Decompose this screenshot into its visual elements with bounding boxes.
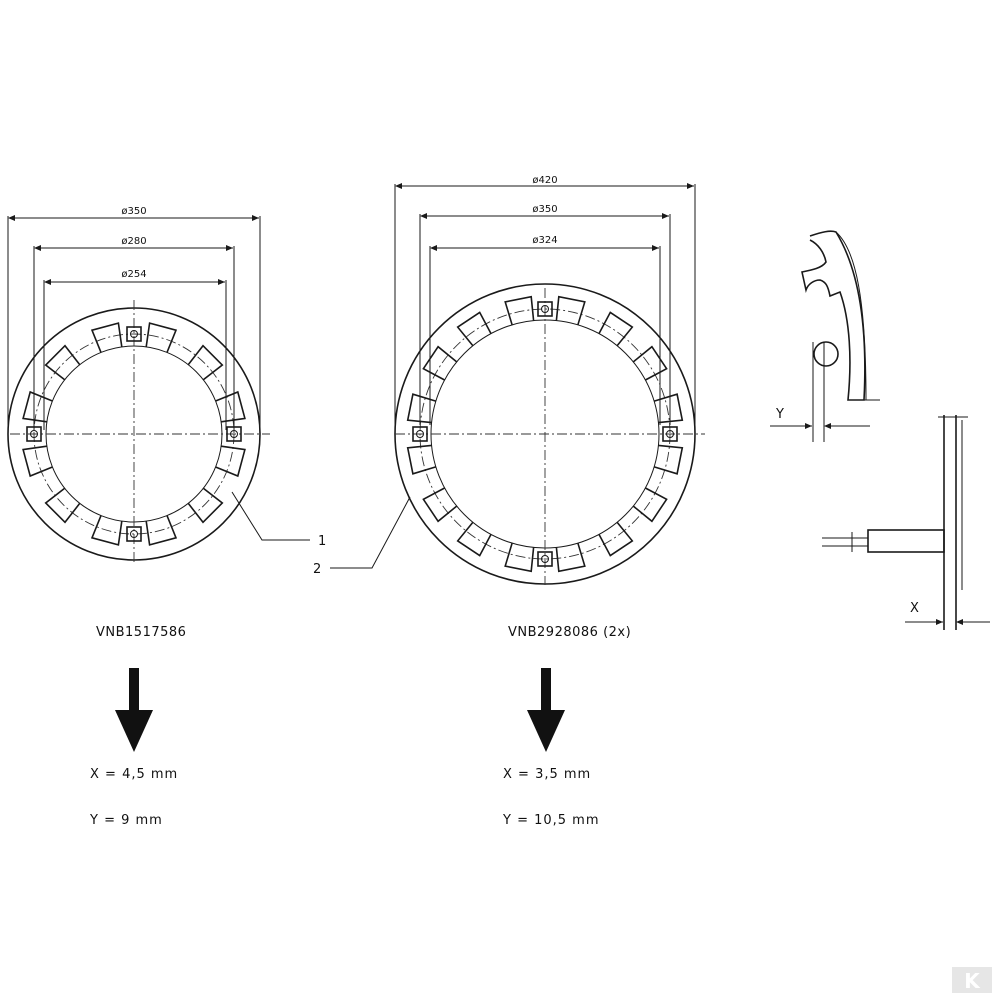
ring-lug [598, 521, 634, 557]
ring-lug [145, 322, 178, 353]
right-y-value: Y = 10,5 mm [502, 813, 600, 828]
ring-lug [215, 390, 246, 423]
ring-lug [90, 322, 123, 353]
right-part-number: VNB2928086 (2x) [508, 625, 631, 640]
ring-lug [653, 393, 684, 424]
ring-lug [598, 311, 634, 347]
left-ring-lugs [22, 322, 246, 546]
right-ring-bolts [412, 301, 678, 567]
left-y-value: Y = 9 mm [89, 813, 163, 828]
ring-lug [44, 487, 81, 524]
right-x-value: X = 3,5 mm [503, 767, 591, 782]
right-down-arrow [527, 668, 565, 752]
left-ring-drawing: ø350 ø280 ø254 1 [7, 206, 327, 565]
left-ring-bolts [26, 326, 242, 542]
detail-y-view: Y [770, 230, 880, 442]
callout-1: 1 [318, 534, 327, 549]
left-x-value: X = 4,5 mm [90, 767, 178, 782]
brand-logo: K [952, 967, 992, 993]
left-dim-254: ø254 [121, 269, 146, 280]
ring-lug [504, 295, 535, 326]
left-part-number: VNB1517586 [96, 625, 186, 640]
right-ring-lugs [406, 295, 684, 573]
left-dim-280: ø280 [121, 236, 146, 247]
ring-lug [22, 445, 53, 478]
right-dimensions [394, 183, 696, 440]
ring-lug [145, 515, 178, 546]
right-dim-350: ø350 [532, 204, 557, 215]
detail-x-label: X [910, 601, 919, 616]
ring-lug [555, 542, 586, 573]
right-dim-324: ø324 [532, 235, 557, 246]
ring-lug [456, 521, 492, 557]
left-dimensions [7, 215, 261, 440]
ring-lug [406, 393, 437, 424]
ring-lug [653, 444, 684, 475]
ring-lug [215, 445, 246, 478]
ring-lug [555, 295, 586, 326]
detail-y-label: Y [775, 407, 784, 422]
ring-lug [187, 344, 224, 381]
ring-lug [504, 542, 535, 573]
left-dim-350: ø350 [121, 206, 146, 217]
ring-lug [632, 487, 668, 523]
detail-x-view: X [822, 415, 990, 630]
ring-lug [422, 345, 458, 381]
ring-lug [632, 345, 668, 381]
ring-lug [187, 487, 224, 524]
right-dim-420: ø420 [532, 175, 557, 186]
ring-lug [456, 311, 492, 347]
ring-lug [44, 344, 81, 381]
ring-lug [90, 515, 123, 546]
svg-text:K: K [964, 969, 981, 993]
right-ring-drawing: ø420 ø350 ø324 2 [313, 175, 705, 585]
callout-2: 2 [313, 562, 322, 577]
ring-lug [22, 390, 53, 423]
ring-lug [406, 444, 437, 475]
left-down-arrow [115, 668, 153, 752]
ring-lug [422, 487, 458, 523]
